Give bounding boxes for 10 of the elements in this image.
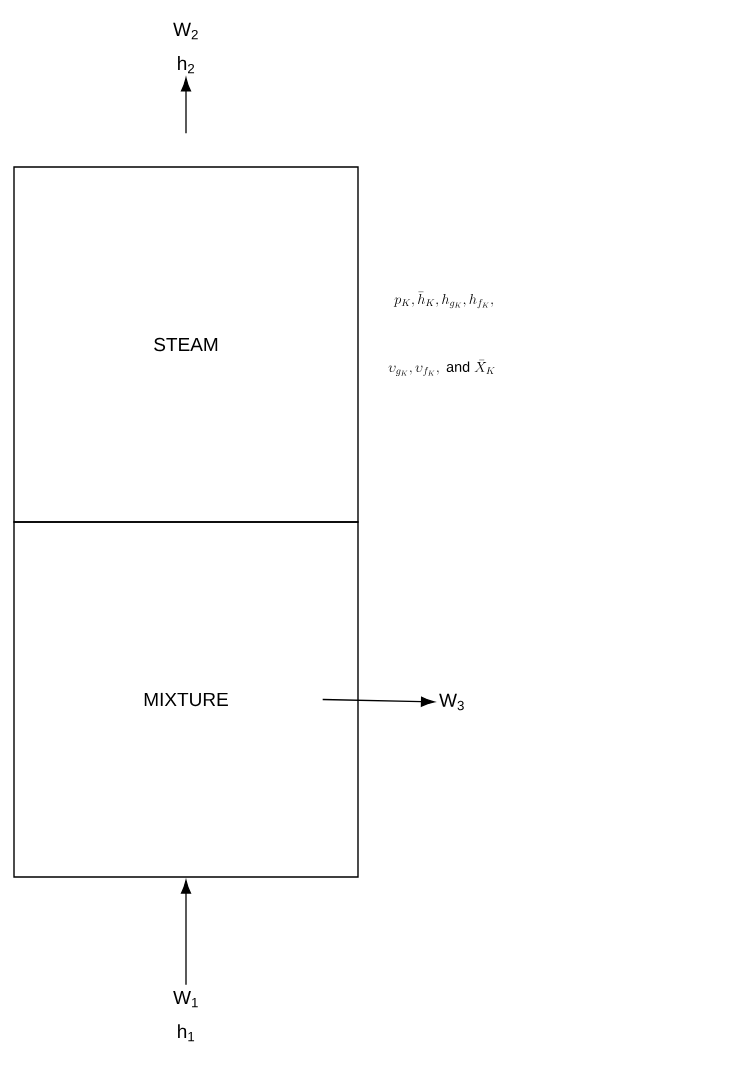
arrow [180, 879, 192, 986]
arrow [322, 696, 435, 707]
property-list: $p_{K}, \bar{h}_{K}, h_{g_{K}}, h_{f_{K}},$ [393, 291, 493, 309]
arrow [180, 77, 192, 134]
steam-box: STEAM [13, 166, 359, 523]
flow-label: W$_{3}$ [439, 693, 464, 711]
property-list: $\upsilon_{g_{K}}, \upsilon_{f_{K}}, \mbox{ and } \bar{X}_{K}$ [388, 359, 495, 377]
flow-label: W$_{2}$ h$_{2}$ [173, 22, 198, 74]
flow-label: W$_{1}$ h$_{1}$ [173, 990, 198, 1042]
mixture-box: MIXTURE [13, 521, 359, 878]
